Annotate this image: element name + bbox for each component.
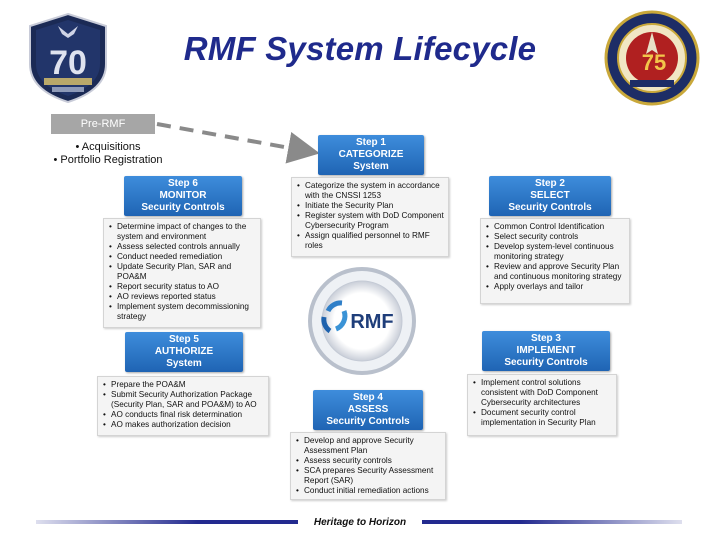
list-item: • Acquisitions [75,141,141,153]
step-2-header: Step 2 SELECT Security Controls [489,176,611,216]
step-5-body: Prepare the POA&M Submit Security Author… [97,376,269,436]
step-name: AUTHORIZE [154,346,214,357]
step-6-header-wrap: Step 6 MONITOR Security Controls [124,176,242,216]
step-subtitle: Security Controls [508,202,592,213]
step-3-header: Step 3 IMPLEMENT Security Controls [482,331,610,371]
step-subtitle: Security Controls [326,416,410,427]
list-item: Assess selected controls annually [108,242,256,252]
step-number: Step 2 [534,178,565,189]
list-item: Conduct initial remediation actions [295,486,441,496]
aetc-75-anniversary-seal-icon: 75 [604,10,700,106]
list-item: AO makes authorization decision [102,420,264,430]
step-6-body: Determine impact of changes to the syste… [103,218,261,328]
list-item: Develop and approve Security Assessment … [295,436,441,456]
step-name: SELECT [530,190,570,201]
list-item: Assign qualified personnel to RMF roles [296,231,444,251]
step-number: Step 1 [355,137,386,148]
list-item: Common Control Identification [485,222,625,232]
list-item: Implement system decommissioning strateg… [108,302,256,322]
step-2-body: Common Control Identification Select sec… [480,218,630,304]
list-item: Submit Security Authorization Package (S… [102,390,264,410]
step-number: Step 4 [352,392,383,403]
list-item: Assess security controls [295,456,441,466]
list-item: Update Security Plan, SAR and POA&M [108,262,256,282]
list-item: • Portfolio Registration [53,154,163,166]
list-item: Document security control implementation… [472,408,612,428]
step-name: MONITOR [159,190,207,201]
step-3-header-wrap: Step 3 IMPLEMENT Security Controls [482,331,610,371]
step-subtitle: System [166,358,202,369]
usaf-70-anniversary-seal-icon: 70 [29,12,107,104]
footer-tagline: Heritage to Horizon [298,514,422,532]
list-item: Determine impact of changes to the syste… [108,222,256,242]
step-number: Step 3 [530,333,561,344]
rmf-center-label: RMF [350,311,393,333]
svg-text:75: 75 [642,50,666,75]
list-item: Report security status to AO [108,282,256,292]
step-subtitle: Security Controls [141,202,225,213]
step-number: Step 6 [167,178,198,189]
list-item: Implement control solutions consistent w… [472,378,612,408]
svg-text:70: 70 [49,44,87,82]
list-item: Select security controls [485,232,625,242]
step-number: Step 5 [168,334,199,345]
step-1-body: Categorize the system in accordance with… [291,177,449,257]
step-1-header-wrap: Step 1 CATEGORIZE System [318,135,424,175]
pre-rmf-label: Pre-RMF [51,114,155,134]
list-item: Prepare the POA&M [102,380,264,390]
list-item: AO reviews reported status [108,292,256,302]
rmf-cycle-ring: RMF [308,267,416,375]
list-item: AO conducts final risk determination [102,410,264,420]
list-item: Develop system-level continuous monitori… [485,242,625,262]
step-5-header-wrap: Step 5 AUTHORIZE System [125,332,243,372]
list-item: Register system with DoD Component Cyber… [296,211,444,231]
list-item: Review and approve Security Plan and con… [485,262,625,282]
list-item: Apply overlays and tailor [485,282,625,292]
step-subtitle: System [353,161,389,172]
page-title: RMF System Lifecycle [183,30,537,67]
list-item: SCA prepares Security Assessment Report … [295,466,441,486]
step-3-body: Implement control solutions consistent w… [467,374,617,436]
list-item: Categorize the system in accordance with… [296,181,444,201]
step-4-header-wrap: Step 4 ASSESS Security Controls [313,390,423,430]
step-name: CATEGORIZE [338,149,404,160]
rmf-arrows-icon [321,300,348,334]
step-1-header: Step 1 CATEGORIZE System [318,135,424,175]
list-item: Conduct needed remediation [108,252,256,262]
step-4-body: Develop and approve Security Assessment … [290,432,446,500]
step-2-header-wrap: Step 2 SELECT Security Controls [489,176,611,216]
step-5-header: Step 5 AUTHORIZE System [125,332,243,372]
step-subtitle: Security Controls [504,357,588,368]
step-4-header: Step 4 ASSESS Security Controls [313,390,423,430]
step-name: IMPLEMENT [516,345,576,356]
pre-rmf-list: • Acquisitions • Portfolio Registration [38,141,178,167]
step-name: ASSESS [347,404,389,415]
step-6-header: Step 6 MONITOR Security Controls [124,176,242,216]
list-item: Initiate the Security Plan [296,201,444,211]
